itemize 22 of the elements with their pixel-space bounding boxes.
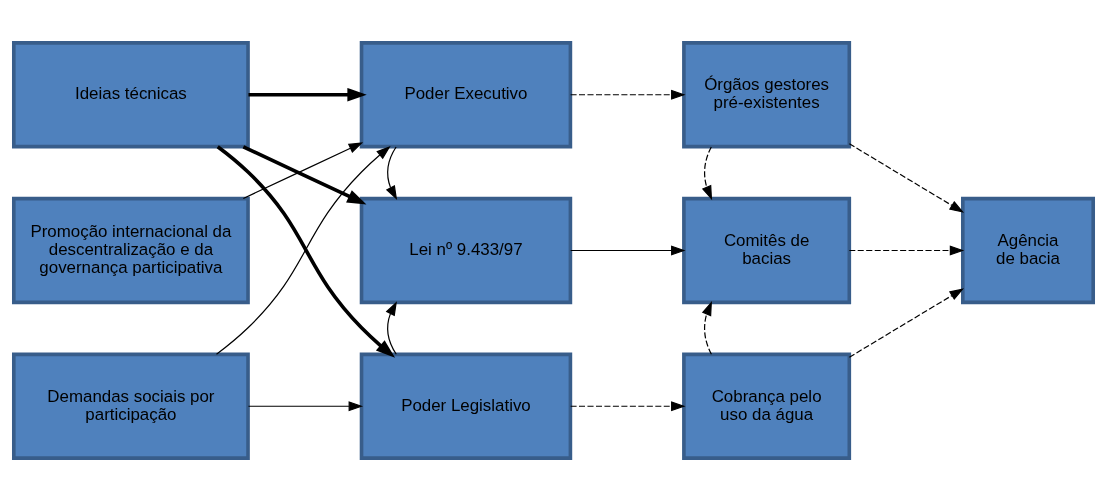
node-box: Cobrança pelo uso da água (682, 352, 852, 460)
arrow (385, 300, 397, 355)
node-box: Poder Executivo (359, 40, 573, 148)
node-box: Poder Legislativo (359, 352, 573, 460)
arrow (848, 287, 964, 358)
node-box: Lei nº 9.433/97 (359, 196, 573, 304)
node-box: Agência de bacia (961, 196, 1095, 304)
node-box: Ideias técnicas (12, 40, 250, 148)
node-box: Comitês de bacias (682, 196, 852, 304)
arrow (570, 400, 686, 411)
node-box: Promoção internacional da descentralização e da governança participativa (12, 196, 250, 304)
arrow (848, 244, 965, 256)
arrow (247, 400, 364, 411)
arrow (570, 244, 686, 256)
arrow (570, 89, 686, 100)
arrow (248, 87, 367, 101)
node-box: Órgãos gestores pré-existentes (682, 40, 852, 148)
arrow (385, 145, 398, 200)
node-box: Demandas sociais por participação (12, 352, 250, 460)
arrow (701, 145, 713, 200)
arrow (848, 142, 964, 213)
arrow (701, 300, 712, 355)
